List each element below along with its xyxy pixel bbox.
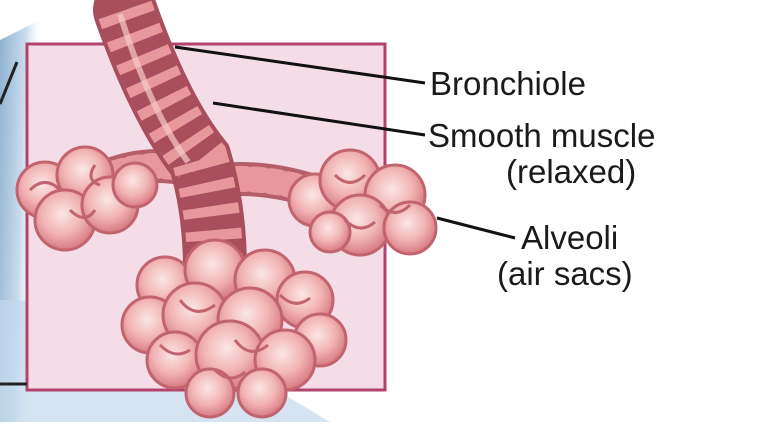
alveoli-note-label: (air sacs) — [497, 256, 633, 292]
smooth-muscle-state-label: (relaxed) — [506, 154, 636, 190]
alveoli-label: Alveoli — [521, 220, 618, 256]
smooth-muscle-label: Smooth muscle — [428, 118, 655, 154]
bronchiole-label: Bronchiole — [430, 66, 586, 102]
